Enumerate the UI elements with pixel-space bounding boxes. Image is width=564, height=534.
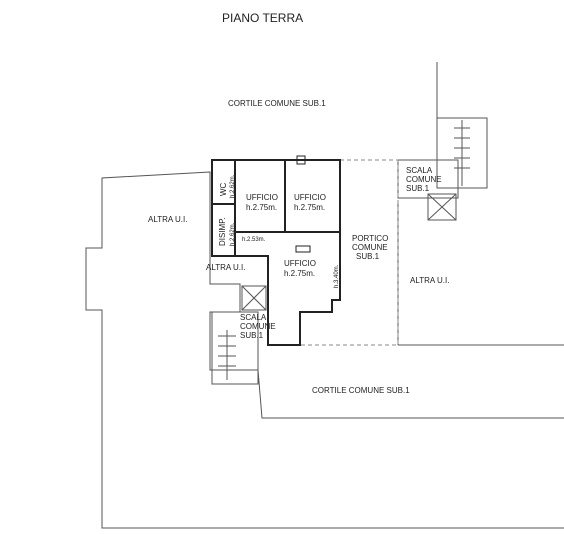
office3-height: h.2.75m. [284, 269, 315, 278]
other-unit-small-label: ALTRA U.I. [206, 263, 245, 272]
office2-height: h.2.75m. [294, 203, 325, 212]
other-unit-left-outline [85, 171, 564, 529]
office3-name: UFFICIO [284, 259, 316, 268]
portico-height-label: h.3.40m. [334, 264, 340, 288]
office3-fixture [295, 245, 311, 253]
wc-height: h.2.62m. [230, 174, 236, 198]
office1-name: UFFICIO [246, 193, 278, 202]
stair-right-line-3: SUB.1 [406, 184, 430, 193]
portico-line-3: SUB.1 [356, 252, 380, 261]
disimp-label: DISIMP. [218, 217, 227, 246]
chimney [296, 155, 306, 165]
other-unit-left-label: ALTRA U.I. [148, 215, 187, 224]
left-stair-box [241, 285, 267, 311]
disimp-height: h.2.62m. [230, 222, 236, 246]
office1-height: h.2.75m. [246, 203, 277, 212]
right-stair-box [427, 193, 457, 221]
courtyard-top-label: CORTILE COMUNE SUB.1 [228, 99, 326, 108]
portico-line-2: COMUNE [352, 243, 388, 252]
right-stair-block [436, 117, 488, 189]
portico-line-1: PORTICO [352, 234, 388, 243]
courtyard-bottom-label: CORTILE COMUNE SUB.1 [312, 386, 410, 395]
stair-left-line-3: SUB.1 [240, 331, 264, 340]
office2-name: UFFICIO [294, 193, 326, 202]
wc-label: WC [219, 182, 228, 196]
other-unit-right-label: ALTRA U.I. [410, 276, 449, 285]
building-walls [211, 159, 341, 346]
stair-right-line-2: COMUNE [406, 175, 442, 184]
plan-title: PIANO TERRA [222, 11, 303, 25]
left-stair-block [211, 311, 259, 385]
lower-height-label: h.2.53m. [242, 237, 266, 243]
portico-dashed-outline [299, 159, 399, 346]
stair-left-line-1: SCALA [240, 313, 267, 322]
stair-right-line-1: SCALA [406, 166, 433, 175]
stair-left-line-2: COMUNE [240, 322, 276, 331]
